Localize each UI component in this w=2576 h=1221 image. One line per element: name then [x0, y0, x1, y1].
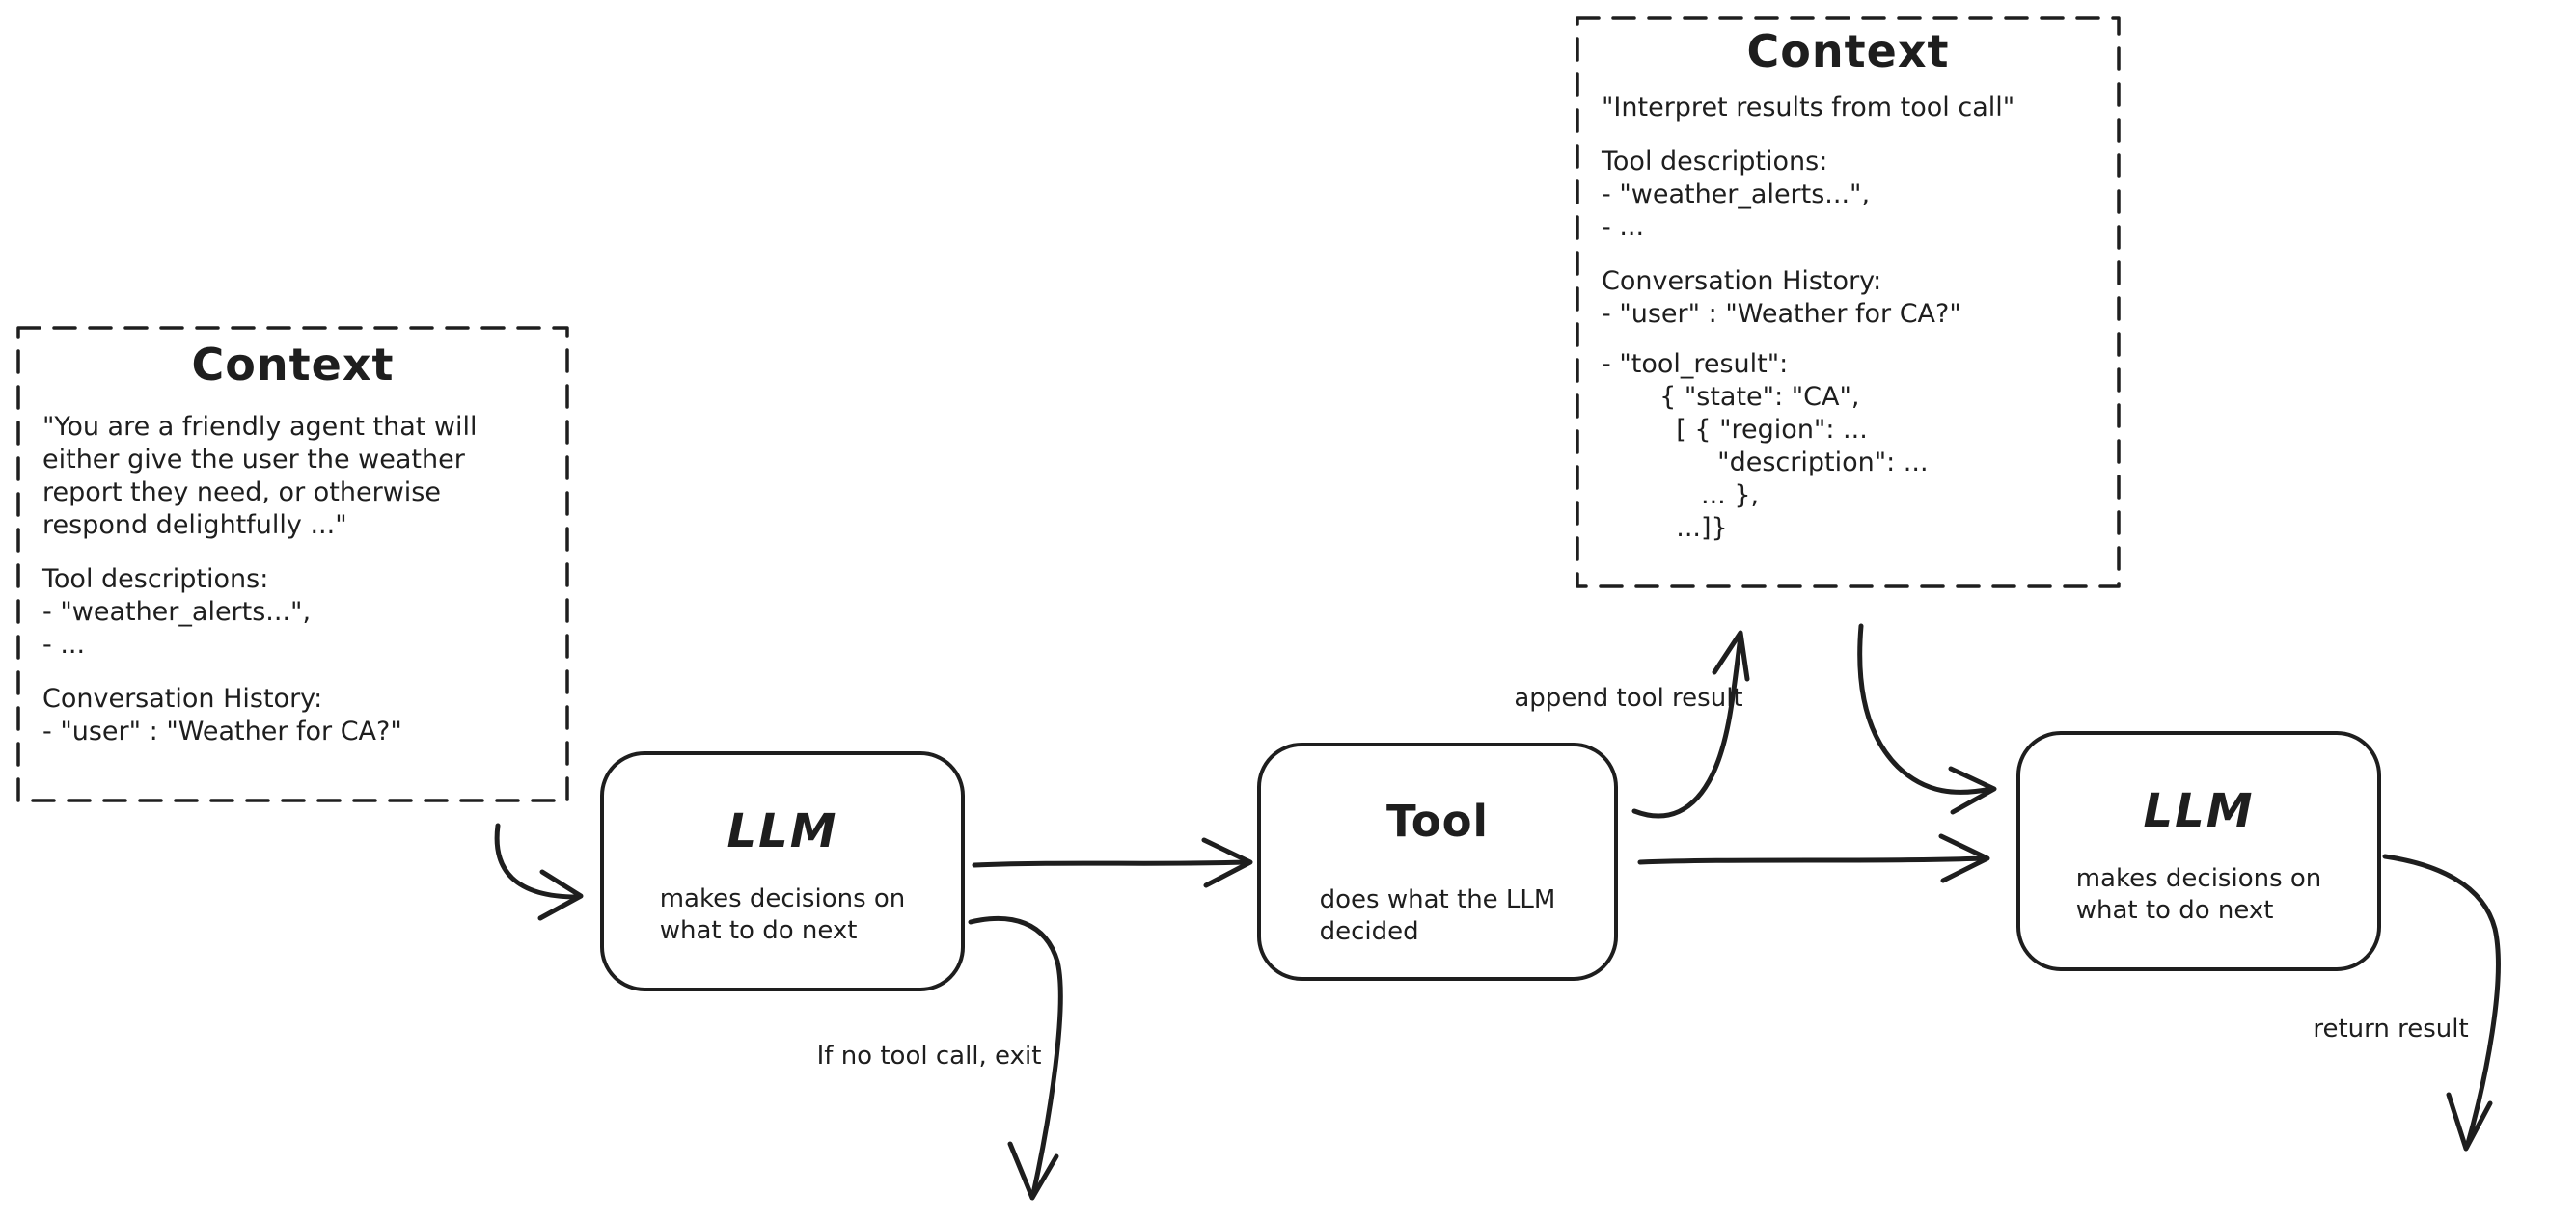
- context2-body: "Interpret results from tool call" Tool …: [1576, 92, 2121, 545]
- llm-node-2: LLM makes decisions on what to do next: [2016, 731, 2381, 971]
- context2-tool-descriptions: Tool descriptions: - "weather_alerts..."…: [1602, 147, 1871, 242]
- arrow-llm2-return: [2382, 854, 2501, 1150]
- arrow-tool-to-context2-head: [1712, 630, 1750, 682]
- llm2-subtitle: makes decisions on what to do next: [2075, 864, 2322, 925]
- llm1-subtitle: makes decisions on what to do next: [659, 884, 906, 945]
- arrow-tool-to-llm2: [1637, 855, 1987, 865]
- label-no-tool-call-exit: If no tool call, exit: [816, 1042, 1042, 1071]
- context1-body: "You are a friendly agent that will eith…: [16, 411, 569, 748]
- context1-conversation-history: Conversation History: - "user" : "Weathe…: [42, 684, 402, 746]
- arrow-context1-to-llm1: [494, 823, 580, 900]
- arrow-context1-to-llm1-head: [537, 869, 584, 921]
- arrow-llm1-exit-head: [1007, 1141, 1059, 1201]
- context2-tool-result: - "tool_result": { "state": "CA", [ { "r…: [1602, 349, 1929, 543]
- tool-node: Tool does what the LLM decided: [1257, 743, 1618, 981]
- context1-tool-descriptions: Tool descriptions: - "weather_alerts..."…: [42, 564, 312, 660]
- arrow-llm1-to-tool-head: [1201, 837, 1253, 888]
- label-append-tool-result: append tool result: [1514, 684, 1743, 713]
- context-box-after-tool: Context "Interpret results from tool cal…: [1576, 16, 2121, 588]
- arrow-tool-to-llm2-head: [1938, 833, 1990, 883]
- llm2-title: LLM: [2143, 784, 2255, 838]
- llm1-title: LLM: [726, 804, 838, 858]
- arrow-llm1-to-tool: [972, 859, 1249, 868]
- context1-title: Context: [191, 339, 395, 391]
- tool-subtitle: does what the LLM decided: [1319, 885, 1556, 946]
- tool-title: Tool: [1386, 796, 1489, 847]
- arrow-llm2-return-head: [2446, 1092, 2493, 1152]
- context2-title: Context: [1746, 25, 1950, 77]
- llm-node-1: LLM makes decisions on what to do next: [600, 751, 965, 991]
- context2-instruction: "Interpret results from tool call": [1602, 93, 2015, 122]
- context2-conversation-history: Conversation History: - "user" : "Weathe…: [1602, 266, 1961, 329]
- label-return-result: return result: [2313, 1015, 2469, 1044]
- arrow-context2-to-llm2-head: [1948, 766, 1997, 815]
- arrow-context2-to-llm2: [1857, 623, 1994, 795]
- context1-system-prompt: "You are a friendly agent that will eith…: [42, 412, 478, 540]
- context-box-initial: Context "You are a friendly agent that w…: [16, 326, 569, 802]
- arrow-tool-to-context2: [1631, 634, 1743, 819]
